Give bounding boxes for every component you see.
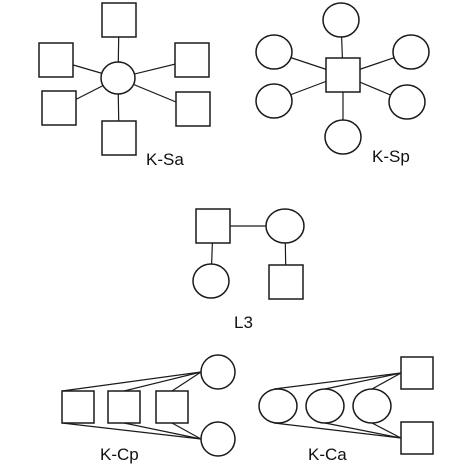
k-cp-node-c1-circle xyxy=(200,354,236,390)
k-ca-node-c2-circle xyxy=(305,388,345,424)
k-cp-edge-s3-c1 xyxy=(171,371,202,392)
k-ca-edge-c2-s2 xyxy=(324,422,402,439)
k-ca-node-c1-circle xyxy=(258,388,298,424)
l3-node-b-circle xyxy=(265,208,305,244)
k-sa-node-n2-square xyxy=(38,42,74,78)
k-cp-edge-s2-c2 xyxy=(123,422,202,440)
k-ca-edge-c2-s1 xyxy=(324,372,402,390)
k-sa-node-hub-circle xyxy=(100,61,136,95)
k-sp-node-n4-circle xyxy=(255,83,293,119)
k-ca-edge-c1-s2 xyxy=(273,422,402,439)
k-cp-node-s2-square xyxy=(107,390,141,424)
k-cp-node-s3-square xyxy=(155,390,189,424)
k-sa-node-n3-square xyxy=(174,42,210,78)
k-ca-node-c3-circle xyxy=(352,388,392,424)
k-sp-node-n1-circle xyxy=(322,2,360,38)
nodes-layer xyxy=(38,2,434,457)
k-ca-edge-c3-s2 xyxy=(371,422,402,439)
k-cp-edge-s3-c2 xyxy=(171,422,202,440)
k-ca-edge-c1-s1 xyxy=(273,372,402,390)
label-l3: L3 xyxy=(234,313,253,332)
labels-layer: K-Sa K-Sp L3 K-Cp K-Ca xyxy=(100,147,410,464)
k-ca-node-s1-square xyxy=(400,356,434,390)
label-k-ca: K-Ca xyxy=(308,445,347,464)
k-cp-edge-s1-c2 xyxy=(61,422,202,440)
k-sa-node-n5-square xyxy=(175,91,211,127)
k-cp-node-c2-circle xyxy=(200,421,236,457)
label-k-sa: K-Sa xyxy=(146,150,184,169)
k-sa-node-n1-square xyxy=(101,2,137,38)
k-sp-node-n3-circle xyxy=(392,34,430,70)
k-sp-node-n5-circle xyxy=(388,84,426,120)
k-cp-node-s1-square xyxy=(61,390,95,424)
l3-node-c-circle xyxy=(192,263,230,299)
k-sa-node-n6-square xyxy=(101,120,137,156)
k-cp-edge-s2-c1 xyxy=(123,371,202,392)
l3-node-d-square xyxy=(268,264,304,300)
k-cp-edge-s1-c1 xyxy=(61,371,202,392)
label-k-cp: K-Cp xyxy=(100,445,139,464)
k-ca-node-s2-square xyxy=(400,421,434,455)
k-sp-node-hub-square xyxy=(325,57,361,93)
k-sa-node-n4-square xyxy=(41,90,77,126)
k-sp-node-n6-circle xyxy=(324,119,362,155)
k-sp-node-n2-circle xyxy=(255,34,293,70)
l3-node-a-square xyxy=(195,208,231,244)
k-ca-edge-c3-s1 xyxy=(371,372,402,390)
label-k-sp: K-Sp xyxy=(372,147,410,166)
